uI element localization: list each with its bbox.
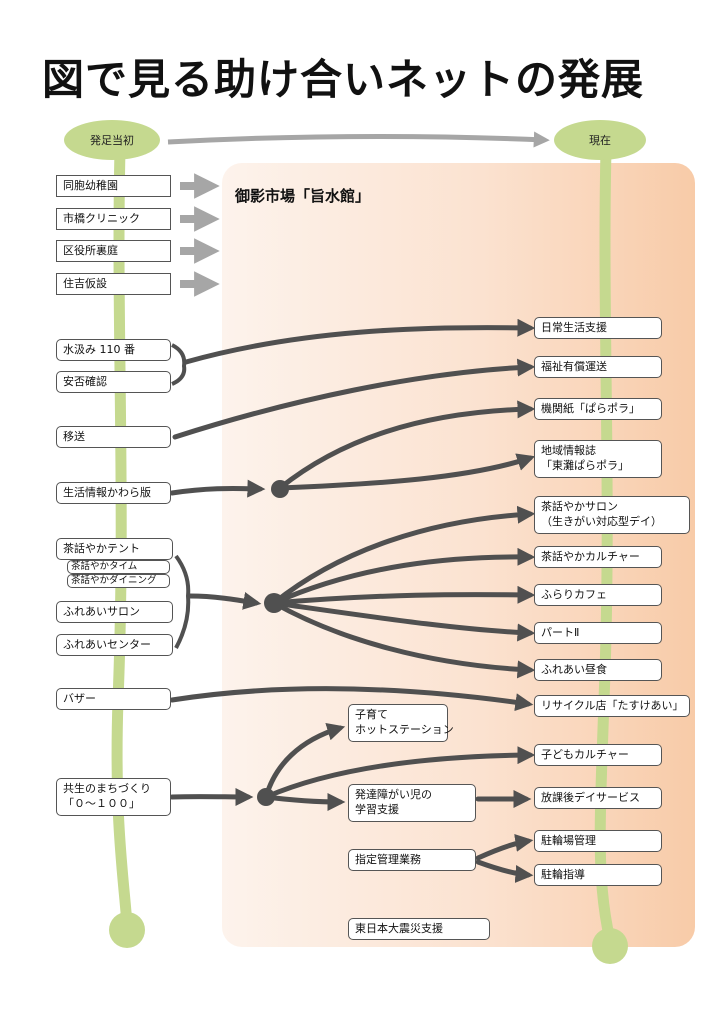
panel-title: 御影市場「旨水館」 bbox=[235, 187, 371, 205]
box-fukushi: 福祉有償運送 bbox=[534, 356, 662, 378]
box-anpi: 安否確認 bbox=[56, 371, 171, 393]
arrow-kodomo bbox=[263, 746, 536, 800]
arrow-sawayaka bbox=[271, 505, 536, 606]
box-churin-shido: 駐輪指導 bbox=[534, 864, 662, 886]
arrow-churin-kanri bbox=[475, 834, 534, 861]
box-mizukumi: 水汲み 110 番 bbox=[56, 339, 171, 361]
box-furari: ふらりカフェ bbox=[534, 584, 662, 606]
box-hokago: 放課後デイサービス bbox=[534, 787, 662, 809]
hub-seikatsu bbox=[271, 480, 289, 498]
box-dokyo: 同胞幼稚園 bbox=[56, 175, 171, 197]
box-hattatsu: 発達障がい児の 学習支援 bbox=[348, 784, 476, 822]
box-bazaar: バザー bbox=[56, 688, 171, 710]
bracket-anpi bbox=[171, 343, 187, 386]
arrow-seikatsu bbox=[169, 479, 266, 498]
box-salon: ふれあいサロン bbox=[56, 601, 173, 623]
box-kikanshi: 機関紙「ぱらポラ」 bbox=[534, 398, 662, 420]
box-center: ふれあいセンター bbox=[56, 634, 173, 656]
start-label: 発足当初 bbox=[90, 134, 134, 147]
arrow-part2 bbox=[271, 600, 536, 642]
arrow-churin-shido bbox=[475, 859, 534, 884]
box-culture: 茶話やかカルチャー bbox=[534, 546, 662, 568]
box-isou: 移送 bbox=[56, 426, 171, 448]
box-churin-kanri: 駐輪場管理 bbox=[534, 830, 662, 852]
arrow-hattatsu bbox=[263, 792, 346, 811]
arrow-culture bbox=[271, 547, 536, 606]
box-sawayaka-salon: 茶話やかサロン （生きがい対応型デイ） bbox=[534, 496, 690, 534]
box-kyosei: 共生のまちづくり 「０～１００」 bbox=[56, 778, 171, 816]
box-time: 茶話やかタイム bbox=[67, 560, 170, 574]
box-ichibashi: 市橋クリニック bbox=[56, 208, 171, 230]
left-timeline-end bbox=[109, 912, 145, 948]
end-label: 現在 bbox=[589, 134, 611, 147]
progress-arrow bbox=[167, 131, 550, 148]
box-seikatsu: 生活情報かわら版 bbox=[56, 482, 171, 504]
right-timeline bbox=[594, 144, 616, 946]
box-part2: パートⅡ bbox=[534, 622, 662, 644]
hub-kyosei bbox=[257, 788, 275, 806]
arrow-kosodate bbox=[263, 723, 346, 800]
right-timeline-end bbox=[592, 928, 628, 964]
hub-salon bbox=[264, 593, 284, 613]
arrow-nichijo bbox=[183, 318, 536, 365]
end-node bbox=[554, 120, 646, 160]
start-node bbox=[64, 120, 160, 160]
box-shitei: 指定管理業務 bbox=[348, 849, 476, 871]
bracket-salon bbox=[174, 554, 191, 649]
arrow-chiiki bbox=[277, 453, 536, 491]
arrow-lunch bbox=[271, 600, 536, 679]
arrow-fukushi bbox=[172, 358, 536, 440]
page-title: 図で見る助け合いネットの発展 bbox=[42, 55, 645, 104]
arrow-furari bbox=[271, 585, 536, 606]
box-nichijo: 日常生活支援 bbox=[534, 317, 662, 339]
arrow-kikanshi bbox=[277, 400, 536, 491]
box-kodomo: 子どもカルチャー bbox=[534, 744, 662, 766]
box-kuyakusho: 区役所裏庭 bbox=[56, 240, 171, 262]
box-kosodate: 子育て ホットステーション bbox=[348, 704, 454, 742]
box-lunch: ふれあい昼食 bbox=[534, 659, 662, 681]
box-higashi: 東日本大震災支援 bbox=[348, 918, 490, 940]
box-chiiki: 地域情報誌 「東灘ぱらポラ」 bbox=[534, 440, 662, 478]
arrow-salon-hub bbox=[187, 592, 262, 610]
box-sumiyoshi: 住吉仮設 bbox=[56, 273, 171, 295]
box-tent: 茶話やかテント bbox=[56, 538, 173, 560]
box-recycle: リサイクル店「たすけあい」 bbox=[534, 695, 690, 717]
box-dining: 茶話やかダイニング bbox=[67, 574, 170, 588]
arrow-recycle bbox=[169, 686, 534, 712]
